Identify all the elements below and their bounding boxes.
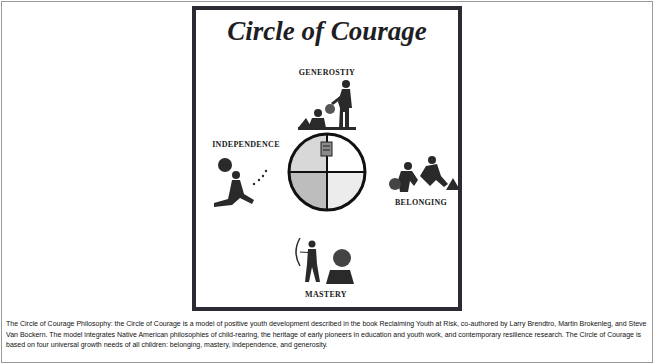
medicine-wheel	[289, 134, 365, 210]
caption: The Circle of Courage Philosophy: the Ci…	[6, 319, 648, 351]
generosity-figure	[298, 80, 356, 130]
mastery-figure	[296, 238, 354, 284]
panel-border	[194, 8, 460, 309]
quadrant-label: INDEPENDENCE	[212, 140, 280, 150]
quadrant-label: BELONGING	[395, 198, 447, 208]
quadrant-label: MASTERY	[305, 290, 347, 300]
belonging-figure	[389, 156, 460, 192]
diagram-title: Circle of Courage	[227, 16, 427, 46]
independence-figure	[214, 158, 267, 207]
quadrant-label: GENEROSTIY	[299, 68, 355, 78]
